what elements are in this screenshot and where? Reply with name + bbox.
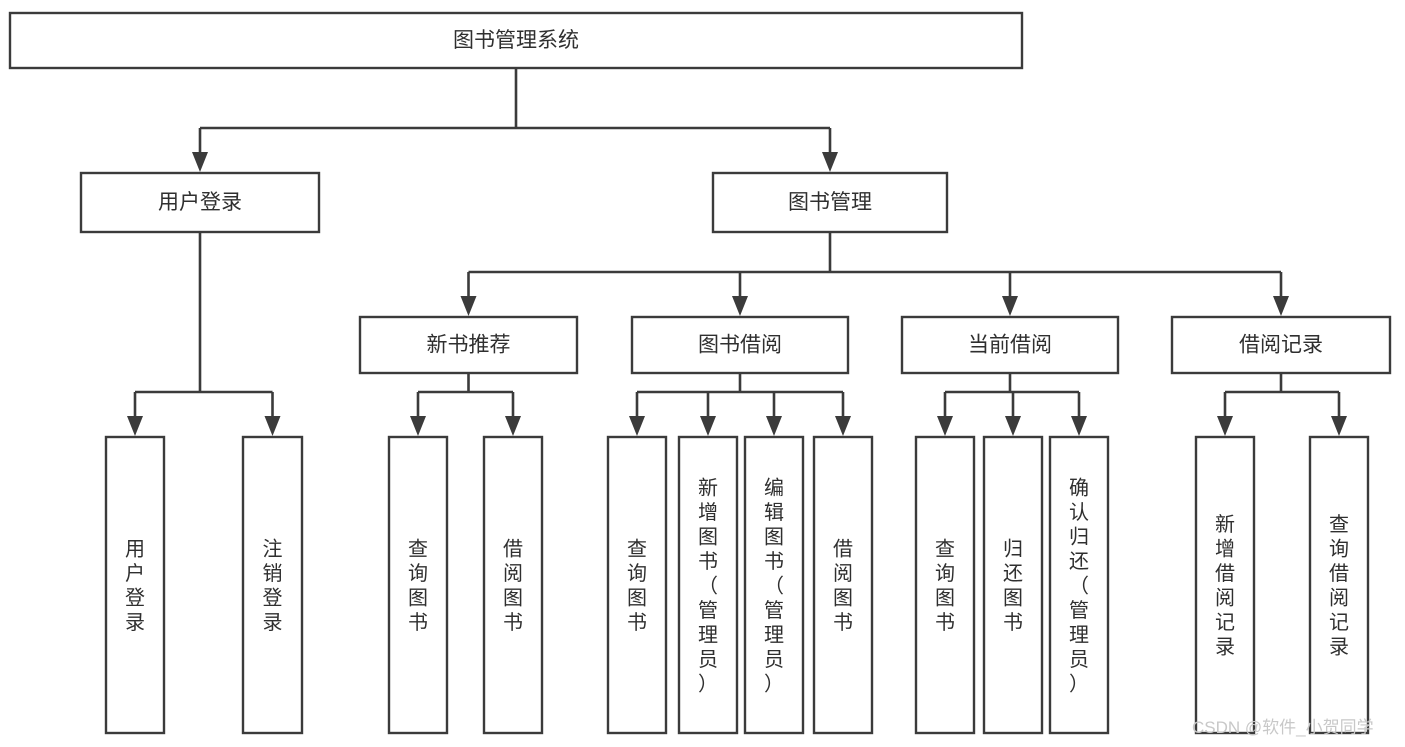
node-label-query-book-borrow: 查询图书 [627,538,647,635]
arrow-head-icon [1331,416,1347,436]
arrow-head-icon [732,296,748,316]
node-box-add-borrow-record[interactable] [1194,435,1256,735]
node-box-query-book-current[interactable] [914,435,976,735]
node-box-edit-book-admin[interactable] [743,435,805,735]
arrow-head-icon [1071,416,1087,436]
arrow-head-icon [127,416,143,436]
node-query-book-current[interactable]: 查询图书 [914,435,976,735]
node-label-query-book-current: 查询图书 [935,538,955,635]
node-borrow-book-action[interactable]: 借阅图书 [812,435,874,735]
arrow-head-icon [629,416,645,436]
node-box-book-management[interactable] [711,171,949,234]
node-borrow-record[interactable]: 借阅记录 [1170,315,1392,375]
node-box-book-borrow[interactable] [630,315,850,375]
connector-group [1217,373,1347,436]
node-label-new-book-recommend: 新书推荐 [427,334,511,357]
node-confirm-return-admin[interactable]: 确认归还（管理员） [1048,435,1110,735]
node-query-book-borrow[interactable]: 查询图书 [606,435,668,735]
node-label-borrow-book-rec: 借阅图书 [503,538,523,635]
node-box-return-book[interactable] [982,435,1044,735]
node-label-root: 图书管理系统 [453,29,579,52]
node-box-new-book-recommend[interactable] [358,315,579,375]
node-logout-action[interactable]: 注销登录 [241,435,304,735]
connector-group [460,232,1289,316]
node-box-borrow-record[interactable] [1170,315,1392,375]
node-box-root[interactable] [8,11,1024,70]
node-box-borrow-book-action[interactable] [812,435,874,735]
node-user-login[interactable]: 用户登录 [79,171,321,234]
node-label-book-borrow: 图书借阅 [698,334,782,357]
arrow-head-icon [1002,296,1018,316]
arrow-head-icon [937,416,953,436]
node-box-user-login[interactable] [79,171,321,234]
node-label-book-management: 图书管理 [788,191,872,214]
node-query-borrow-record[interactable]: 查询借阅记录 [1308,435,1370,735]
node-edit-book-admin[interactable]: 编辑图书（管理员） [743,435,805,735]
arrow-head-icon [264,416,281,436]
node-label-add-borrow-record: 新增借阅记录 [1215,513,1235,659]
node-label-edit-book-admin: 编辑图书（管理员） [764,476,784,695]
node-user-login-action[interactable]: 用户登录 [104,435,166,735]
connector-group [192,68,838,172]
node-box-add-book-admin[interactable] [677,435,739,735]
node-book-management[interactable]: 图书管理 [711,171,949,234]
node-label-logout-action: 注销登录 [263,538,283,635]
node-box-confirm-return-admin[interactable] [1048,435,1110,735]
arrow-head-icon [835,416,851,436]
arrow-head-icon [822,152,838,172]
arrow-head-icon [1005,416,1021,436]
node-label-return-book: 归还图书 [1003,538,1023,635]
node-current-borrow[interactable]: 当前借阅 [900,315,1120,375]
arrow-head-icon [766,416,782,436]
node-query-book-rec[interactable]: 查询图书 [387,435,449,735]
node-new-book-recommend[interactable]: 新书推荐 [358,315,579,375]
node-return-book[interactable]: 归还图书 [982,435,1044,735]
arrow-head-icon [700,416,716,436]
node-add-book-admin[interactable]: 新增图书（管理员） [677,435,739,735]
connector-group [127,232,281,436]
node-label-borrow-book-action: 借阅图书 [833,538,853,635]
node-root[interactable]: 图书管理系统 [8,11,1024,70]
node-box-query-book-borrow[interactable] [606,435,668,735]
connector-group [410,373,521,436]
node-box-query-book-rec[interactable] [387,435,449,735]
arrow-head-icon [505,416,521,436]
node-label-borrow-record: 借阅记录 [1239,334,1323,357]
node-box-current-borrow[interactable] [900,315,1120,375]
node-add-borrow-record[interactable]: 新增借阅记录 [1194,435,1256,735]
arrow-head-icon [460,296,477,316]
node-borrow-book-rec[interactable]: 借阅图书 [482,435,544,735]
node-label-add-book-admin: 新增图书（管理员） [698,476,718,695]
node-label-user-login-action: 用户登录 [125,539,145,635]
connector-group [629,373,851,436]
node-box-query-borrow-record[interactable] [1308,435,1370,735]
arrow-head-icon [192,152,208,172]
arrow-head-icon [1273,296,1289,316]
node-label-confirm-return-admin: 确认归还（管理员） [1069,476,1089,695]
connector-lines-layer [127,68,1347,436]
node-label-query-book-rec: 查询图书 [408,538,428,635]
arrow-head-icon [410,416,426,436]
node-box-logout-action[interactable] [241,435,304,735]
node-box-borrow-book-rec[interactable] [482,435,544,735]
connector-group [937,373,1087,436]
arrow-head-icon [1217,416,1233,436]
node-label-query-borrow-record: 查询借阅记录 [1329,513,1349,659]
node-book-borrow[interactable]: 图书借阅 [630,315,850,375]
nodes-layer: 图书管理系统用户登录图书管理新书推荐图书借阅当前借阅借阅记录用户登录注销登录查询… [8,11,1392,735]
node-label-current-borrow: 当前借阅 [968,334,1052,357]
node-label-user-login: 用户登录 [158,191,242,214]
csdn-watermark: CSDN @软件_小贺同学 [1192,718,1374,737]
node-box-user-login-action[interactable] [104,435,166,735]
